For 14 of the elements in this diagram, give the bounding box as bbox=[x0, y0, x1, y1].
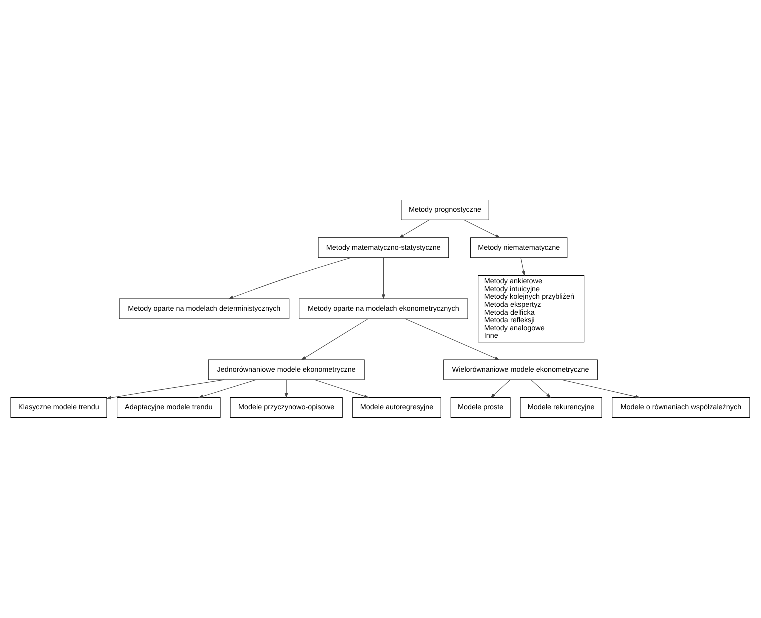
arrow bbox=[198, 380, 256, 398]
arrow bbox=[531, 380, 552, 398]
arrow bbox=[106, 380, 224, 400]
arrow bbox=[228, 258, 352, 300]
arrow bbox=[398, 220, 430, 238]
arrow bbox=[314, 380, 370, 398]
arrow bbox=[490, 380, 511, 398]
arrow bbox=[562, 380, 641, 399]
arrow bbox=[301, 318, 369, 360]
arrow bbox=[405, 318, 500, 360]
arrow bbox=[520, 258, 526, 276]
arrow bbox=[464, 220, 501, 238]
arrow bbox=[382, 258, 386, 300]
arrow bbox=[284, 380, 288, 398]
